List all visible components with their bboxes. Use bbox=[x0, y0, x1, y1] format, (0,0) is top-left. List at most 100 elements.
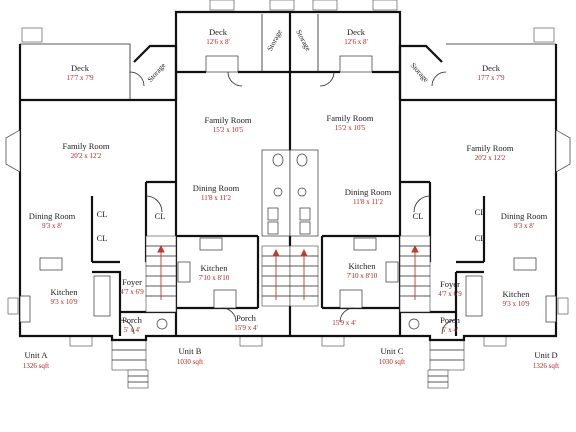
room-name: CL bbox=[413, 211, 424, 221]
vent-c-top-1 bbox=[312, 0, 338, 11]
vent-c-top-2 bbox=[372, 0, 398, 11]
kitchen-sink-b bbox=[199, 237, 223, 251]
room-name: Foyer bbox=[122, 277, 142, 287]
door-porch-c bbox=[339, 307, 355, 323]
room-dimensions: 15'2 x 10'5 bbox=[335, 124, 366, 132]
room-dimensions: 7'10 x 8'10 bbox=[347, 272, 378, 280]
vent-d-top bbox=[533, 27, 555, 43]
range-c bbox=[385, 261, 399, 283]
room-dimensions: 11'8 x 11'2 bbox=[201, 194, 232, 202]
room-name: Storage bbox=[409, 61, 431, 85]
room-dimensions: 17'7 x 7'9 bbox=[66, 74, 94, 82]
room-name: Dining Room bbox=[193, 183, 240, 193]
room-cl-a2: CL bbox=[97, 233, 108, 243]
room-dimensions: 5' x 4' bbox=[442, 326, 459, 334]
vent-c-bottom bbox=[321, 335, 345, 347]
toilet-a bbox=[156, 318, 168, 330]
vent-b-top-1 bbox=[209, 0, 235, 11]
room-cl-a3: CL bbox=[155, 211, 166, 221]
door-deck-b bbox=[227, 71, 243, 87]
room-name: Dining Room bbox=[345, 187, 392, 197]
room-dimensions: 9'3 x 10'9 bbox=[502, 300, 530, 308]
room-name: CL bbox=[97, 233, 108, 243]
room-dimensions: 17'7 x 7'9 bbox=[477, 74, 505, 82]
room-name: CL bbox=[475, 207, 486, 217]
sink-b bbox=[273, 187, 283, 197]
fridge-c bbox=[339, 289, 363, 309]
room-dimensions: 15'9 x 4' bbox=[234, 324, 258, 332]
range-a bbox=[93, 275, 111, 317]
unit-sqft: 1326 sqft bbox=[533, 362, 559, 370]
room-cl-a1: CL bbox=[97, 209, 108, 219]
room-name: CL bbox=[97, 209, 108, 219]
room-dimensions: 15'2 x 10'5 bbox=[213, 126, 244, 134]
kitchen-sink-d bbox=[513, 257, 537, 271]
unit-sqft: 1030 sqft bbox=[177, 358, 203, 366]
vent-d-side bbox=[557, 297, 569, 315]
room-name: Family Room bbox=[467, 143, 514, 153]
room-dimensions: 9'3 x 8' bbox=[514, 222, 534, 230]
room-cl-d3: CL bbox=[413, 211, 424, 221]
room-dimensions: 7'10 x 8'10 bbox=[199, 274, 230, 282]
room-dimensions: 12'6 x 8' bbox=[344, 38, 368, 46]
kitchen-sink-a bbox=[39, 257, 63, 271]
room-name: Family Room bbox=[63, 141, 110, 151]
room-name: Deck bbox=[482, 63, 501, 73]
counter-a bbox=[19, 295, 31, 323]
washer-b bbox=[267, 207, 279, 221]
toilet-d bbox=[408, 318, 420, 330]
room-dimensions: 9'3 x 8' bbox=[42, 222, 62, 230]
vent-b-bottom bbox=[239, 335, 263, 347]
room-name: Kitchen bbox=[51, 287, 79, 297]
range-b bbox=[177, 261, 191, 283]
dryer-b bbox=[267, 221, 279, 235]
fireplaces bbox=[5, 55, 571, 173]
door-cl-d bbox=[413, 195, 431, 213]
room-name: Deck bbox=[347, 27, 366, 37]
room-storage-c: Storage bbox=[294, 28, 313, 53]
room-dimensions: 4'7 x 6'9 bbox=[438, 290, 462, 298]
steps-a bbox=[111, 339, 149, 389]
washer-c bbox=[299, 207, 311, 221]
doors bbox=[119, 71, 457, 335]
room-name: Dining Room bbox=[29, 211, 76, 221]
steps-d bbox=[427, 339, 465, 389]
range-d bbox=[465, 275, 483, 317]
room-name: Dining Room bbox=[501, 211, 548, 221]
unit-name: Unit A bbox=[25, 350, 49, 360]
vent-a-bottom bbox=[69, 335, 93, 347]
room-storage-a: Storage bbox=[145, 60, 167, 84]
room-dimensions: 11'8 x 11'2 bbox=[353, 198, 384, 206]
walls bbox=[18, 10, 558, 342]
unit-name: Unit D bbox=[534, 350, 557, 360]
room-name: Deck bbox=[71, 63, 90, 73]
door-deck-d bbox=[431, 71, 447, 87]
room-name: CL bbox=[475, 233, 486, 243]
room-name: Kitchen bbox=[503, 289, 531, 299]
room-dimensions: 9'3 x 10'9 bbox=[50, 298, 78, 306]
sink-c bbox=[297, 187, 307, 197]
fireplace-d bbox=[555, 129, 571, 173]
room-name: Deck bbox=[209, 27, 228, 37]
room-dimensions: 20'2 x 12'2 bbox=[475, 154, 506, 162]
room-dimensions: 15'9 x 4' bbox=[332, 319, 356, 327]
room-dimensions: 5' x 4' bbox=[124, 326, 141, 334]
